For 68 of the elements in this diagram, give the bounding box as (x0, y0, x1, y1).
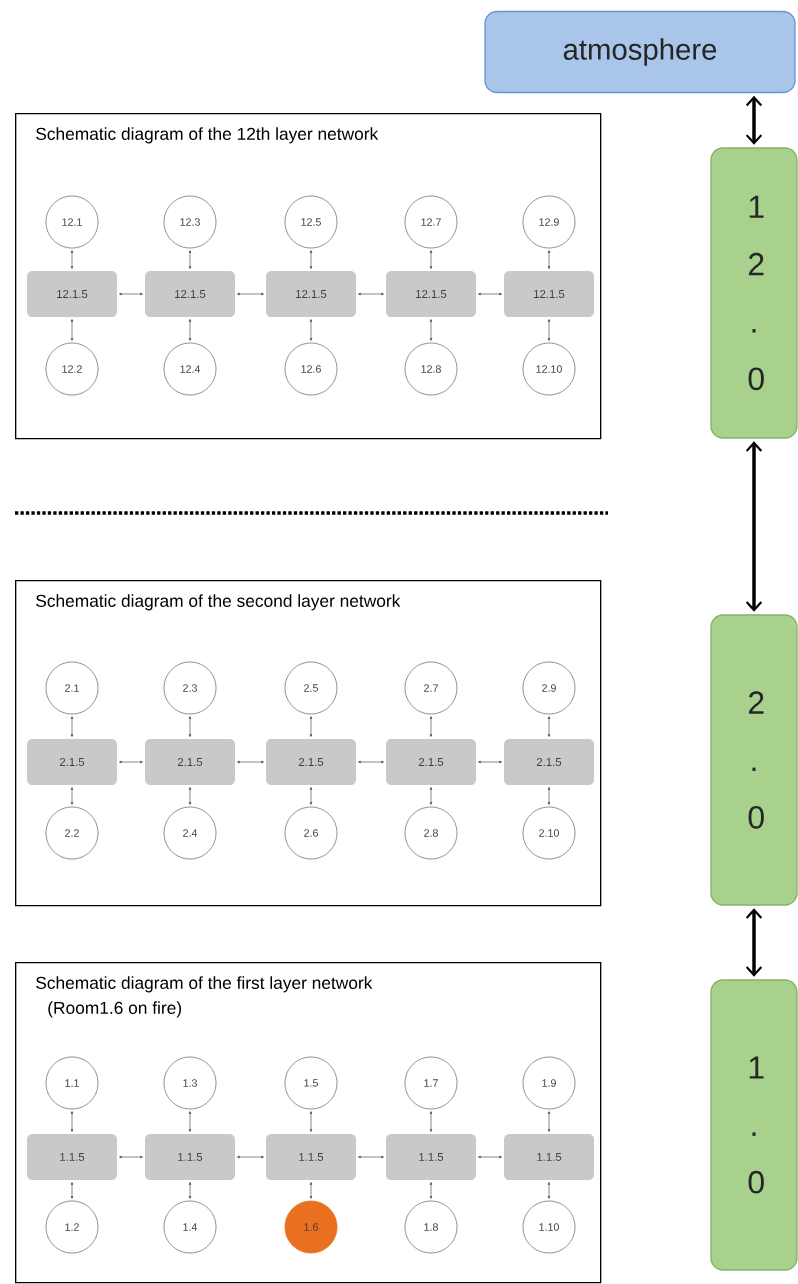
arrow (478, 760, 502, 764)
arrow (119, 760, 143, 764)
arrow (188, 1182, 192, 1199)
arrow (188, 319, 192, 341)
arrow (309, 250, 313, 269)
arrow (429, 319, 433, 341)
arrow (547, 1182, 551, 1199)
panel-title: Schematic diagram of the 12th layer network (36, 127, 379, 144)
arrow (188, 250, 192, 269)
layer-box: 1 2 . 0 (710, 147, 798, 439)
arrow (429, 787, 433, 805)
arrow (70, 1182, 74, 1199)
arrow (745, 441, 763, 612)
arrow (309, 716, 313, 737)
arrow (237, 1155, 264, 1159)
arrow (429, 1182, 433, 1199)
node-box: 2.1.5 (386, 739, 476, 785)
arrow (478, 292, 502, 296)
arrow (70, 250, 74, 269)
node-box: 12.1.5 (386, 271, 476, 317)
arrow (119, 292, 143, 296)
arrow (309, 1182, 313, 1199)
panel-title: (Room1.6 on fire) (48, 1001, 182, 1018)
arrow (429, 716, 433, 737)
arrow (358, 760, 384, 764)
arrow (547, 716, 551, 737)
layer-box: 1 . 0 (710, 979, 798, 1271)
arrow (358, 292, 384, 296)
node-box: 2.1.5 (27, 739, 117, 785)
arrow (309, 1111, 313, 1132)
panel-title: Schematic diagram of the second layer network (36, 594, 401, 611)
node-box: 12.1.5 (27, 271, 117, 317)
node-box: 1.1.5 (145, 1134, 235, 1180)
arrow (188, 1111, 192, 1132)
arrow (70, 1111, 74, 1132)
arrow (237, 292, 264, 296)
arrow (188, 716, 192, 737)
arrow (70, 319, 74, 341)
arrow (745, 95, 763, 145)
node-box: 12.1.5 (145, 271, 235, 317)
arrow (119, 1155, 143, 1159)
arrow (547, 319, 551, 341)
arrow (478, 1155, 502, 1159)
arrow (547, 787, 551, 805)
arrow (547, 1111, 551, 1132)
node-box: 12.1.5 (504, 271, 594, 317)
layer-box: 2 . 0 (710, 614, 798, 906)
arrow (358, 1155, 384, 1159)
arrow (70, 787, 74, 805)
panel-title: Schematic diagram of the first layer network (36, 976, 373, 993)
arrow (547, 250, 551, 269)
node-box: 1.1.5 (504, 1134, 594, 1180)
arrow (745, 908, 763, 977)
arrow (70, 716, 74, 737)
node-box: 2.1.5 (266, 739, 356, 785)
node-box: 1.1.5 (386, 1134, 476, 1180)
node-box: 12.1.5 (266, 271, 356, 317)
atmosphere-box: atmosphere (484, 10, 796, 94)
node-box: 2.1.5 (145, 739, 235, 785)
arrow (429, 1111, 433, 1132)
arrow (237, 760, 264, 764)
arrow (429, 250, 433, 269)
arrow (188, 787, 192, 805)
node-box: 1.1.5 (27, 1134, 117, 1180)
node-box: 1.1.5 (266, 1134, 356, 1180)
arrow (309, 319, 313, 341)
node-box: 2.1.5 (504, 739, 594, 785)
arrow (309, 787, 313, 805)
